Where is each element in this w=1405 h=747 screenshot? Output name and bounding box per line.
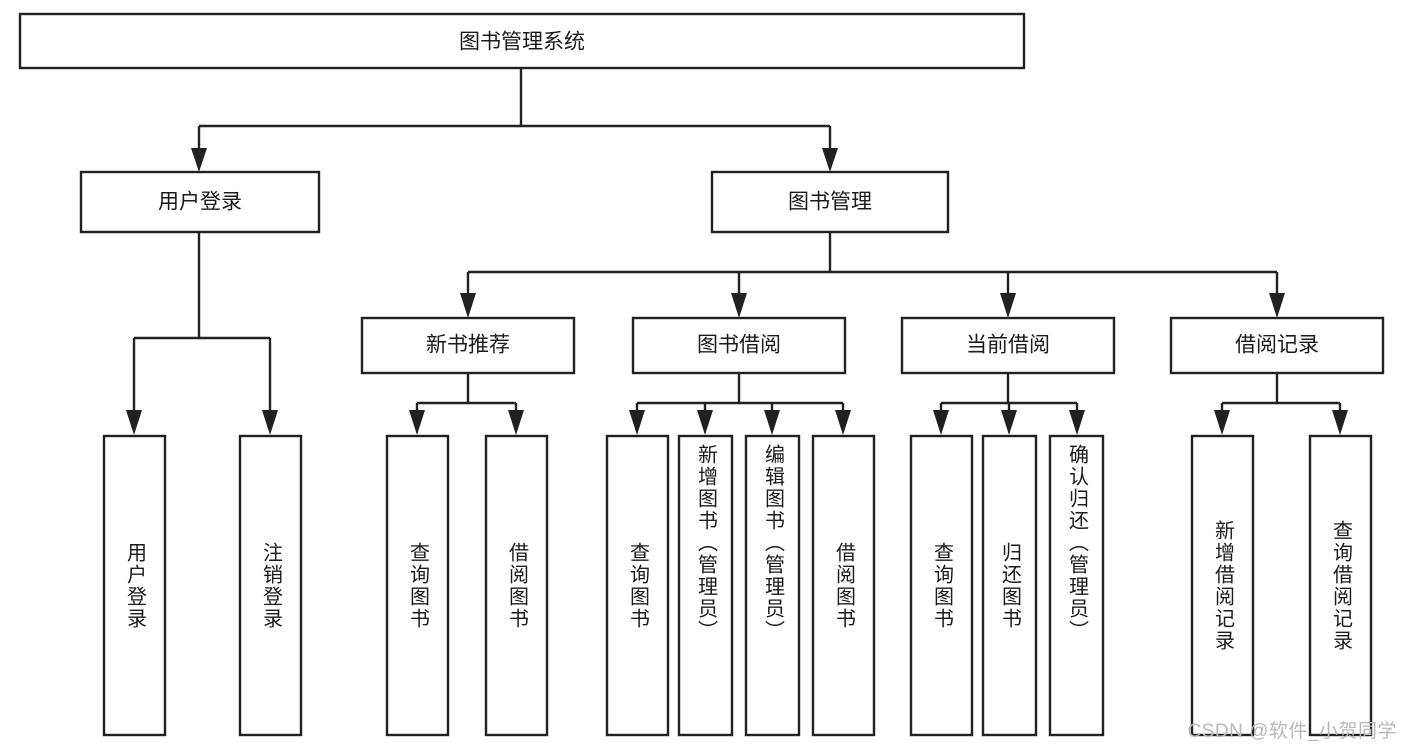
arrowhead-current-borrow [1000, 293, 1016, 318]
connector-group-new-book-recommend [409, 373, 524, 435]
node-label-borrow-record: 借阅记录 [1235, 334, 1319, 357]
node-box-leaf-confirm-return[interactable] [1048, 434, 1105, 737]
csdn-watermark: CSDN @软件_小贺同学 [1187, 721, 1397, 742]
node-box-leaf-add-record[interactable] [1190, 434, 1255, 737]
node-box-leaf-query-record[interactable] [1308, 434, 1373, 737]
node-label-user-login: 用户登录 [158, 191, 242, 214]
node-box-new-book-recommend[interactable] [360, 316, 576, 375]
arrowhead-leaf-add-record [1214, 410, 1230, 435]
arrowhead-book-borrow [731, 293, 747, 318]
node-box-leaf-borrow-book-2[interactable] [811, 434, 876, 737]
node-box-book-manage[interactable] [710, 170, 950, 234]
node-box-borrow-record[interactable] [1169, 316, 1385, 375]
connector-group-user-login [126, 232, 278, 435]
node-box-leaf-edit-book[interactable] [744, 434, 801, 737]
arrowhead-leaf-query-book-2 [629, 410, 645, 435]
connector-group-root [191, 68, 838, 172]
connector-group-book-borrow [629, 373, 851, 435]
node-label-book-manage: 图书管理 [788, 191, 872, 214]
connector-group-current-borrow [933, 373, 1085, 435]
node-box-leaf-return-book[interactable] [981, 434, 1038, 737]
node-box-book-borrow[interactable] [631, 316, 847, 375]
arrowhead-leaf-query-record [1332, 410, 1348, 435]
arrowhead-leaf-query-book-3 [933, 410, 949, 435]
arrowhead-new-book-recommend [460, 293, 476, 318]
arrowhead-leaf-query-book-1 [409, 410, 425, 435]
arrowhead-leaf-borrow-book-2 [835, 410, 851, 435]
node-label-new-book-recommend: 新书推荐 [426, 334, 510, 357]
connector-group-borrow-record [1214, 373, 1348, 435]
arrowhead-leaf-confirm-return [1069, 410, 1085, 435]
arrowhead-leaf-user-logout [262, 410, 278, 435]
node-box-leaf-user-logout[interactable] [238, 434, 303, 737]
arrowhead-borrow-record [1269, 293, 1285, 318]
node-box-leaf-query-book-3[interactable] [909, 434, 974, 737]
node-box-leaf-add-book[interactable] [677, 434, 734, 737]
node-box-user-login[interactable] [79, 170, 321, 234]
node-box-leaf-borrow-book-1[interactable] [484, 434, 549, 737]
node-label-root: 图书管理系统 [459, 31, 585, 54]
arrowhead-leaf-add-book [697, 410, 713, 435]
node-box-root[interactable] [18, 12, 1026, 70]
arrowhead-leaf-borrow-book-1 [508, 410, 524, 435]
node-label-book-borrow: 图书借阅 [697, 334, 781, 357]
node-label-current-borrow: 当前借阅 [966, 334, 1050, 357]
node-box-leaf-user-login[interactable] [102, 434, 167, 737]
connector-group-book-manage [460, 232, 1285, 318]
arrowhead-leaf-return-book [1001, 410, 1017, 435]
arrowhead-leaf-user-login [126, 410, 142, 435]
node-box-leaf-query-book-1[interactable] [385, 434, 450, 737]
node-box-leaf-query-book-2[interactable] [605, 434, 670, 737]
arrowhead-book-manage [822, 148, 838, 172]
arrowhead-leaf-edit-book [764, 410, 780, 435]
node-box-current-borrow[interactable] [900, 316, 1116, 375]
arrowhead-user-login [191, 148, 207, 172]
